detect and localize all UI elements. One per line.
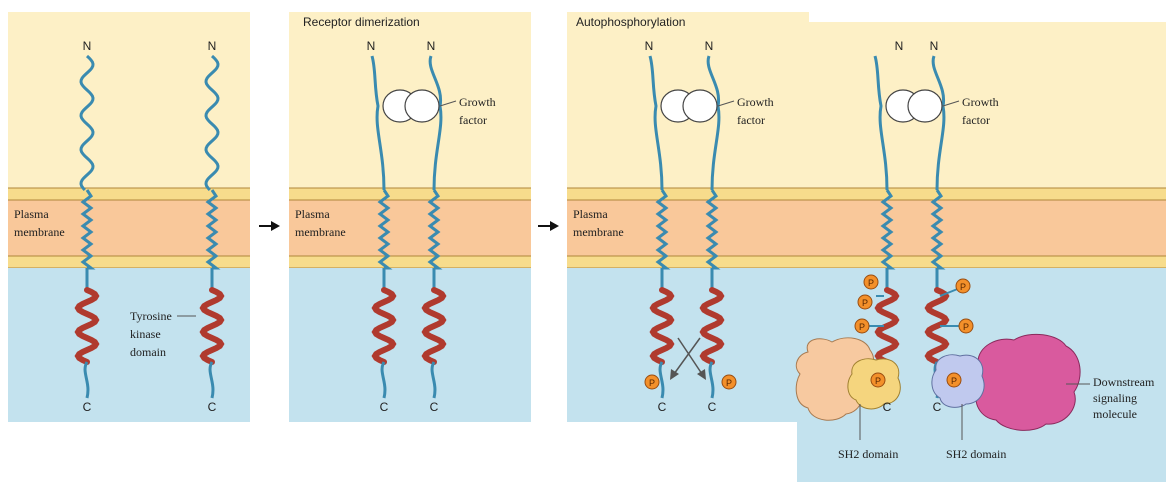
c-terminus-label: C (83, 400, 92, 414)
signaling-protein-right (971, 334, 1081, 430)
cytoplasm-region (289, 268, 531, 422)
n-terminus-label: N (895, 39, 904, 53)
phosphate-group: P (959, 319, 973, 333)
growth-factor (661, 90, 717, 122)
n-terminus-label: N (705, 39, 714, 53)
phosphate-group: P (871, 373, 885, 387)
panel-3: Autophosphorylation Plasma membrane Grow… (567, 12, 809, 422)
phosphate-group: P (645, 375, 659, 389)
n-terminus-label: N (367, 39, 376, 53)
cytoplasm-region (567, 268, 809, 422)
n-terminus-label: N (427, 39, 436, 53)
step-arrow (259, 221, 280, 231)
panel-1: Plasma membrane N N C C Tyrosine kinase … (8, 12, 250, 422)
c-terminus-label: C (658, 400, 667, 414)
c-terminus-label: C (708, 400, 717, 414)
phosphate-group: P (956, 279, 970, 293)
c-terminus-label: C (380, 400, 389, 414)
growth-factor (886, 90, 942, 122)
svg-text:P: P (963, 322, 969, 332)
phosphate-group: P (858, 295, 872, 309)
sh2-domain-label: SH2 domain (838, 447, 898, 461)
n-terminus-label: N (930, 39, 939, 53)
c-terminus-label: C (430, 400, 439, 414)
panel-title: Autophosphorylation (576, 15, 685, 29)
svg-text:P: P (951, 376, 957, 386)
phosphate-group: P (722, 375, 736, 389)
svg-text:P: P (868, 278, 874, 288)
c-terminus-label: C (208, 400, 217, 414)
panel-title: Receptor dimerization (303, 15, 420, 29)
membrane-core (797, 200, 1166, 256)
step-arrow (538, 221, 559, 231)
phosphate-group: P (864, 275, 878, 289)
n-terminus-label: N (83, 39, 92, 53)
svg-text:P: P (726, 378, 732, 388)
c-terminus-label: C (883, 400, 892, 414)
svg-text:P: P (859, 322, 865, 332)
panel-4: Growth factor P P P P (796, 22, 1166, 482)
n-terminus-label: N (208, 39, 217, 53)
svg-text:P: P (649, 378, 655, 388)
panel-2: Receptor dimerization Plasma membrane Gr… (289, 12, 531, 422)
sh2-domain-label: SH2 domain (946, 447, 1006, 461)
phosphate-group: P (947, 373, 961, 387)
phosphate-group: P (855, 319, 869, 333)
growth-factor (383, 90, 439, 122)
c-terminus-label: C (933, 400, 942, 414)
svg-text:P: P (875, 376, 881, 386)
svg-text:P: P (862, 298, 868, 308)
svg-text:P: P (960, 282, 966, 292)
n-terminus-label: N (645, 39, 654, 53)
